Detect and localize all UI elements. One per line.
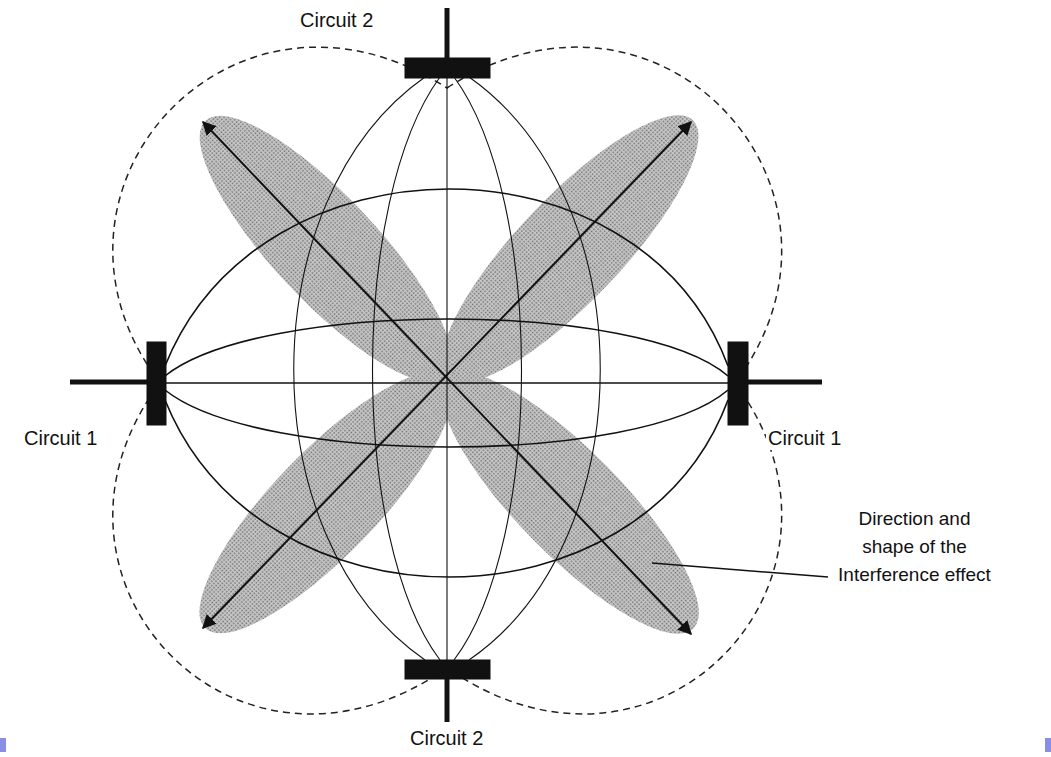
circuit-2-field-lines	[294, 77, 601, 660]
interference-lobes	[168, 84, 731, 665]
circuit-label: Circuit 1	[766, 426, 843, 450]
electrodes	[70, 8, 822, 722]
interference-direction-arrows	[203, 122, 691, 634]
slide-mark	[1045, 738, 1051, 752]
leader-line	[652, 563, 828, 577]
slide-mark	[0, 738, 6, 752]
note-text: Direction and shape of the Interference …	[830, 505, 999, 589]
circuit-label: Circuit 2	[298, 8, 375, 32]
circuit-label: Circuit 1	[22, 426, 99, 450]
circuit-label: Circuit 2	[408, 726, 485, 750]
dashed-field-outline	[113, 47, 782, 714]
